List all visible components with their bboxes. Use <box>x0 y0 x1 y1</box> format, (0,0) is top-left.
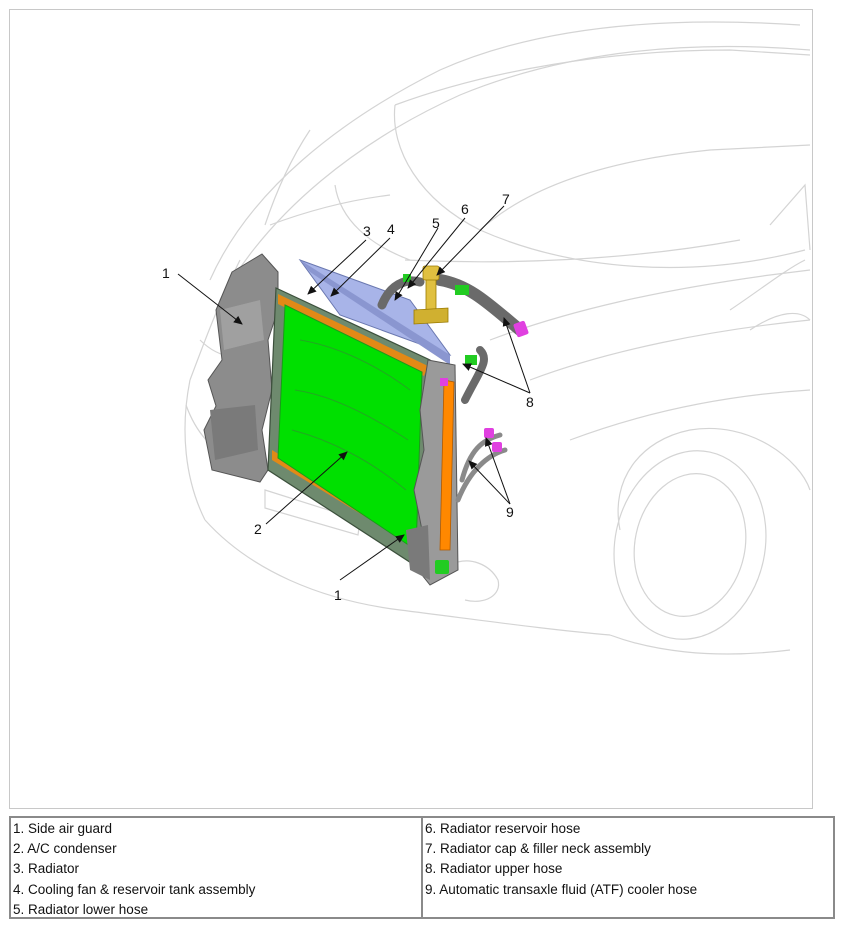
filler-neck <box>403 265 449 325</box>
callout-1-top: 1 <box>162 265 170 281</box>
callout-5: 5 <box>432 215 440 231</box>
leader-lines <box>177 205 531 581</box>
legend-item-ac-condenser: 2. A/C condenser <box>13 841 117 857</box>
callout-4: 4 <box>387 221 395 237</box>
callout-1-bottom: 1 <box>334 587 342 603</box>
callout-2: 2 <box>254 521 262 537</box>
callout-9: 9 <box>506 504 514 520</box>
legend-item-reservoir-hose: 6. Radiator reservoir hose <box>425 821 581 836</box>
radiator-side-tank <box>406 359 459 586</box>
callout-6: 6 <box>461 201 469 217</box>
callout-8: 8 <box>526 394 534 410</box>
legend-item-radiator-cap: 7. Radiator cap & filler neck assembly <box>425 841 651 857</box>
legend-item-side-air-guard: 1. Side air guard <box>13 821 113 836</box>
diagram-frame: 1 1 2 3 4 5 6 7 8 9 <box>9 9 813 809</box>
callout-labels: 1 1 2 3 4 5 6 7 8 9 <box>162 191 534 603</box>
legend-column-left: 1. Side air guard 2. A/C condenser 3. Ra… <box>11 818 423 917</box>
legend-item-atf-cooler-hose: 9. Automatic transaxle fluid (ATF) coole… <box>425 881 698 897</box>
legend-item-cooling-fan: 4. Cooling fan & reservoir tank assembly <box>13 881 256 897</box>
cooling-system-diagram: 1 1 2 3 4 5 6 7 8 9 <box>162 21 811 655</box>
callout-3: 3 <box>363 223 371 239</box>
hoses <box>377 274 529 503</box>
legend-column-right: 6. Radiator reservoir hose 7. Radiator c… <box>423 818 833 917</box>
callout-7: 7 <box>502 191 510 207</box>
car-outline <box>184 21 811 655</box>
fan-shroud <box>298 258 452 365</box>
legend-item-radiator: 3. Radiator <box>13 861 80 877</box>
side-air-guard-left <box>203 253 279 483</box>
legend-item-lower-hose: 5. Radiator lower hose <box>13 901 149 917</box>
legend-table: 1. Side air guard 2. A/C condenser 3. Ra… <box>9 816 835 919</box>
legend-item-upper-hose: 8. Radiator upper hose <box>425 861 563 877</box>
